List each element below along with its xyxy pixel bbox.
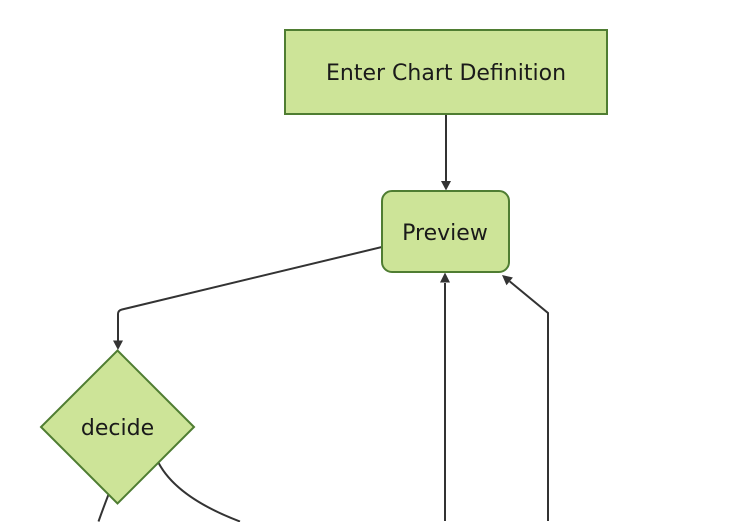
edge-group	[97, 114, 549, 522]
edge-preview-to-decide	[113, 246, 383, 350]
node-label-decide: decide	[81, 416, 154, 441]
rectangle-shape	[284, 29, 608, 115]
node-preview: Preview	[381, 190, 510, 273]
arrowhead-upleft-icon	[502, 275, 513, 286]
edge-offscreen-right-to-preview	[502, 275, 549, 521]
arrowhead-down-icon	[113, 340, 123, 350]
edge-line	[509, 280, 549, 521]
node-decide: decide	[39, 349, 196, 505]
edge-enterchartdefinition-to-preview	[441, 114, 451, 191]
node-label-preview: Preview	[402, 221, 488, 246]
rounded-rectangle-shape	[381, 190, 510, 273]
arrowhead-down-icon	[441, 181, 451, 191]
arrowhead-up-icon	[440, 272, 450, 283]
edge-offscreen-center-to-preview	[440, 272, 450, 521]
edge-line	[154, 454, 241, 522]
diamond-shape	[39, 349, 196, 505]
edge-decide-to-offscreen-right	[154, 454, 241, 522]
node-group: Enter Chart Definition Preview decide	[39, 29, 608, 505]
node-enter-chart-definition: Enter Chart Definition	[284, 29, 608, 115]
node-label-enter-chart-definition: Enter Chart Definition	[326, 61, 566, 86]
edge-line	[117, 246, 383, 341]
